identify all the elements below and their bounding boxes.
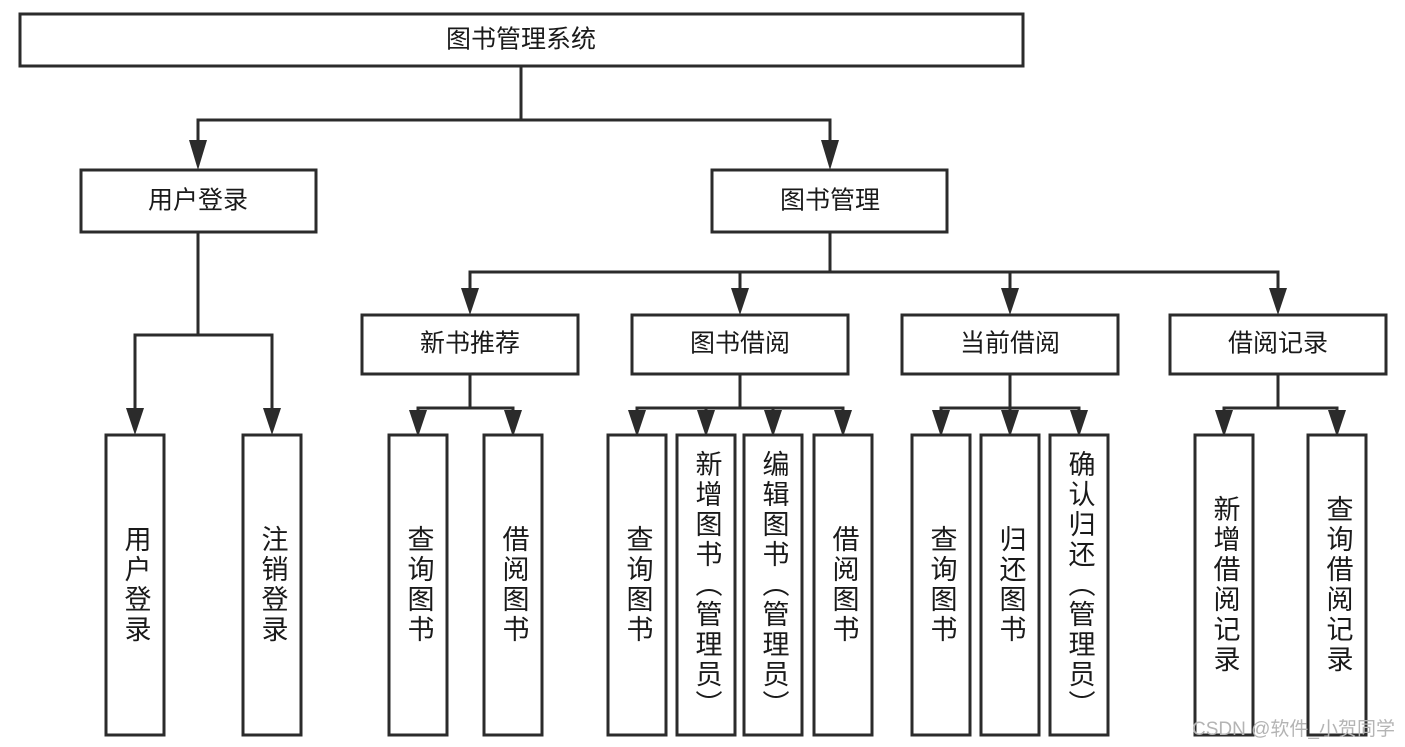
node-label-user-login: 用户登录 xyxy=(148,187,248,215)
node-box-current-borrow[interactable] xyxy=(900,313,1120,376)
arrow-to-leaf-edit-book xyxy=(764,410,782,437)
node-box-leaf-borrow-book[interactable] xyxy=(812,433,874,737)
arrow-to-leaf-add-record xyxy=(1215,410,1233,437)
node-box-leaf-borrow-book-rec[interactable] xyxy=(482,433,544,737)
node-box-borrow-record[interactable] xyxy=(1168,313,1388,376)
arrow-to-leaf-user-login xyxy=(126,408,144,435)
arrow-to-new-book-rec xyxy=(461,288,479,315)
node-label-borrow-record: 借阅记录 xyxy=(1228,330,1328,358)
arrow-to-book-borrow xyxy=(731,288,749,315)
arrow-to-leaf-confirm-return xyxy=(1070,410,1088,437)
arrow-to-current-borrow xyxy=(1001,288,1019,315)
node-box-leaf-query-book-current[interactable] xyxy=(910,433,972,737)
node-box-leaf-add-book[interactable] xyxy=(675,433,737,737)
node-box-leaf-confirm-return[interactable] xyxy=(1048,433,1110,737)
node-box-book-manage[interactable] xyxy=(710,168,949,234)
arrow-to-leaf-user-logout xyxy=(263,408,281,435)
node-label-root: 图书管理系统 xyxy=(446,26,596,54)
node-label-book-borrow: 图书借阅 xyxy=(690,330,790,358)
arrow-to-leaf-add-book xyxy=(697,410,715,437)
node-label-current-borrow: 当前借阅 xyxy=(960,330,1060,358)
node-box-book-borrow[interactable] xyxy=(630,313,850,376)
node-box-user-login[interactable] xyxy=(79,168,318,234)
node-box-leaf-query-record[interactable] xyxy=(1306,433,1368,737)
arrow-to-book-manage xyxy=(821,140,839,170)
node-label-book-manage: 图书管理 xyxy=(780,187,880,215)
node-layer: 图书管理系统 用户登录 图书管理 新书推荐 图书借阅 当前借阅 借阅记录 xyxy=(18,12,1388,737)
arrow-to-leaf-return-book xyxy=(1001,410,1019,437)
node-box-leaf-user-logout[interactable] xyxy=(241,433,303,737)
arrow-to-borrow-record xyxy=(1269,288,1287,315)
arrow-to-leaf-query-book-borrow xyxy=(628,410,646,437)
arrow-to-leaf-borrow-book-rec xyxy=(504,410,522,437)
node-box-new-book-rec[interactable] xyxy=(360,313,580,376)
arrow-to-leaf-query-book-current xyxy=(932,410,950,437)
node-box-leaf-add-record[interactable] xyxy=(1193,433,1255,737)
node-box-leaf-user-login[interactable] xyxy=(104,433,166,737)
connector-layer xyxy=(126,64,1346,437)
node-box-leaf-query-book-borrow[interactable] xyxy=(606,433,668,737)
node-label-new-book-rec: 新书推荐 xyxy=(420,330,520,358)
node-box-leaf-query-book-rec[interactable] xyxy=(387,433,449,737)
node-box-leaf-return-book[interactable] xyxy=(979,433,1041,737)
arrow-to-leaf-borrow-book xyxy=(834,410,852,437)
arrow-to-leaf-query-book-rec xyxy=(409,410,427,437)
node-box-leaf-edit-book[interactable] xyxy=(742,433,804,737)
arrow-to-user-login xyxy=(189,140,207,170)
arrow-to-leaf-query-record xyxy=(1328,410,1346,437)
node-box-root[interactable] xyxy=(18,12,1025,68)
